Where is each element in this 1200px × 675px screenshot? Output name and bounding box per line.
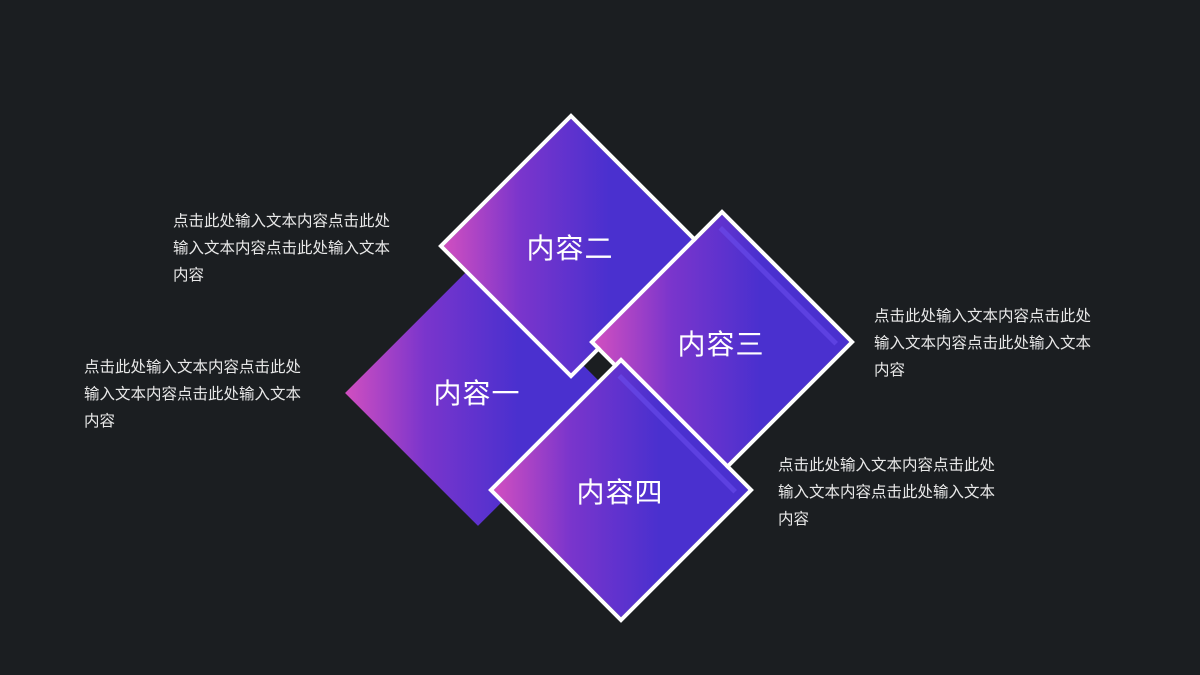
description-4[interactable]: 点击此处输入文本内容点击此处输入文本内容点击此处输入文本内容 bbox=[778, 456, 996, 528]
diamond-4-title[interactable]: 内容四 bbox=[576, 476, 664, 509]
description-3[interactable]: 点击此处输入文本内容点击此处输入文本内容点击此处输入文本内容 bbox=[874, 307, 1092, 379]
description-1[interactable]: 点击此处输入文本内容点击此处输入文本内容点击此处输入文本内容 bbox=[84, 358, 302, 430]
diamond-3-title[interactable]: 内容三 bbox=[677, 328, 765, 361]
description-2[interactable]: 点击此处输入文本内容点击此处输入文本内容点击此处输入文本内容 bbox=[173, 212, 391, 284]
diamond-2-title[interactable]: 内容二 bbox=[526, 232, 614, 265]
diamond-1-title[interactable]: 内容一 bbox=[433, 377, 521, 410]
